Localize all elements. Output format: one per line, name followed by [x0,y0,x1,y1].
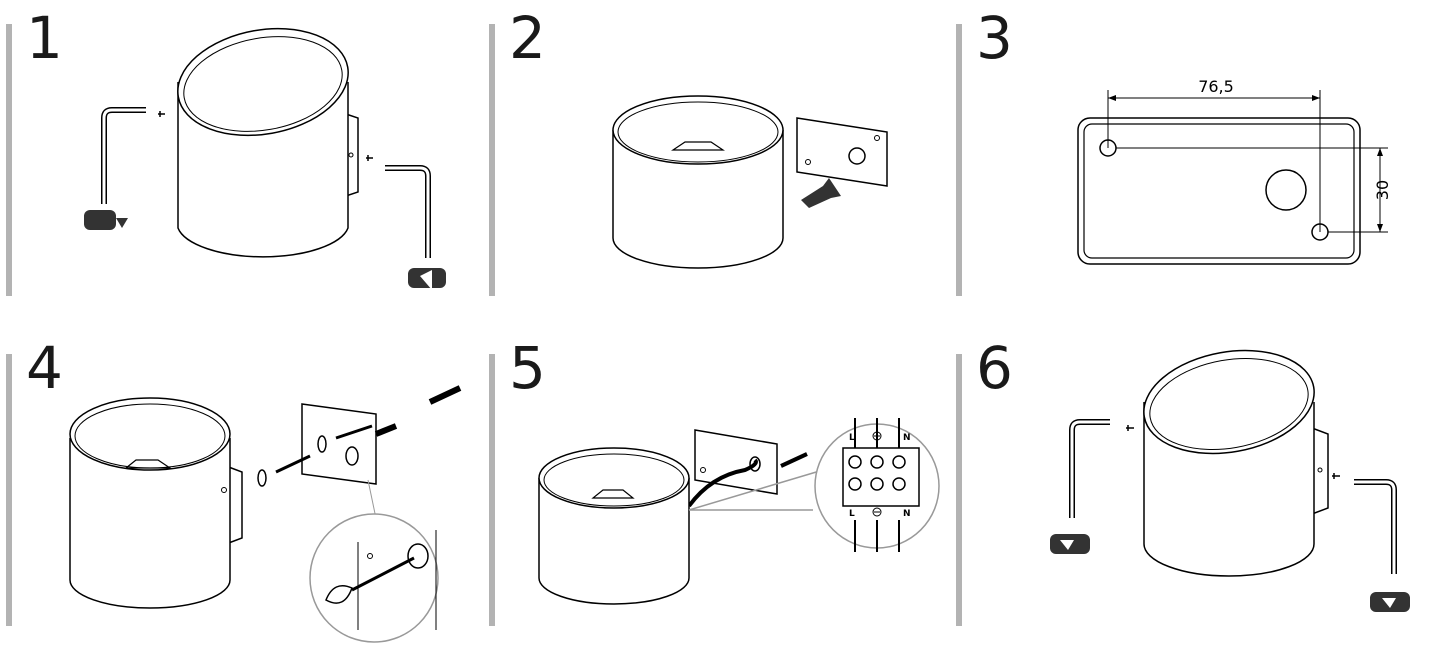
step-number: 4 [26,334,63,402]
screw-icon [1332,473,1340,479]
allen-key-icon [101,107,146,204]
screw-icon [335,424,373,440]
step-6-illustration [1050,349,1410,612]
rotate-counterclockwise-icon [408,268,446,290]
rotate-clockwise-icon [1050,534,1090,554]
wall-plug-icon [374,423,398,437]
washer-icon [257,469,267,487]
step-divider-bar [6,24,12,296]
push-arrow-icon [801,178,841,208]
step-number: 3 [976,4,1013,72]
step-3-illustration: 76,5 30 [1077,77,1392,265]
rotate-counterclockwise-icon [84,210,128,230]
height-dimension-label: 30 [1373,180,1392,200]
allen-key-icon [385,165,431,258]
washer-icon [317,435,327,453]
terminal-label-bottom-neutral: N [903,509,911,519]
step-number: 2 [509,4,546,72]
step-5-panel: 5 L N L N [483,330,953,630]
allen-key-icon [1354,479,1397,574]
screwdriver-icon [325,556,415,604]
earth-ground-icon [872,507,882,517]
step-number: 5 [509,334,546,402]
step-divider-bar [489,354,495,626]
terminal-label-bottom-live: L [849,509,855,519]
step-4-illustration [69,385,462,643]
step-divider-bar [956,354,962,626]
step-2-illustration [612,95,888,269]
width-dimension-label: 76,5 [1198,77,1234,96]
screw-icon [366,155,373,161]
earth-ground-icon [872,431,882,441]
terminal-label-top-live: L [849,433,855,443]
step-3-panel: 3 76,5 30 [950,0,1420,300]
step-divider-bar [489,24,495,296]
step-1-panel: 1 [0,0,470,300]
screw-icon [1126,425,1134,431]
step-number: 1 [26,4,63,72]
step-5-illustration: L N L N [538,418,940,605]
terminal-label-top-neutral: N [903,433,911,443]
step-2-panel: 2 [483,0,953,300]
step-1-illustration [84,27,446,290]
step-number: 6 [976,334,1013,402]
step-4-panel: 4 [0,330,470,643]
step-divider-bar [956,24,962,296]
screw-icon [275,454,311,474]
allen-key-icon [1069,419,1110,518]
terminal-block: L N L N [842,418,920,552]
step-divider-bar [6,354,12,626]
rotate-clockwise-icon [1370,592,1410,612]
screw-icon [158,111,165,117]
step-6-panel: 6 [950,330,1420,630]
wall-plug-icon [428,385,462,405]
